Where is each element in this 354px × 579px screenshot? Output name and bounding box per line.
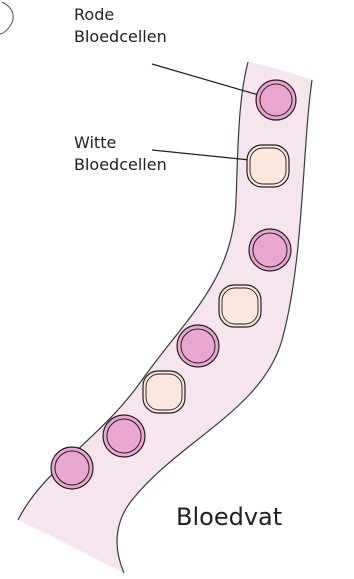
red-blood-cell: [103, 415, 145, 457]
red-blood-cell: [177, 325, 219, 367]
white-blood-cell: [247, 145, 289, 187]
white-cells-label: Witte Bloedcellen: [74, 132, 167, 176]
red-blood-cell: [51, 447, 93, 489]
white-blood-cell: [143, 371, 185, 413]
red-blood-cell: [249, 229, 291, 271]
red-cells-label: Rode Bloedcellen: [74, 4, 167, 48]
blood-vessel-label: Bloedvat: [176, 502, 282, 532]
white-blood-cell: [219, 285, 261, 327]
white-cells-label-line1: Witte: [74, 132, 167, 154]
white-cells-label-line2: Bloedcellen: [74, 154, 167, 176]
red-cells-label-line1: Rode: [74, 4, 167, 26]
corner-curl-mark: [0, 2, 13, 34]
red-cells-label-line2: Bloedcellen: [74, 26, 167, 48]
red-blood-cell: [256, 80, 296, 120]
